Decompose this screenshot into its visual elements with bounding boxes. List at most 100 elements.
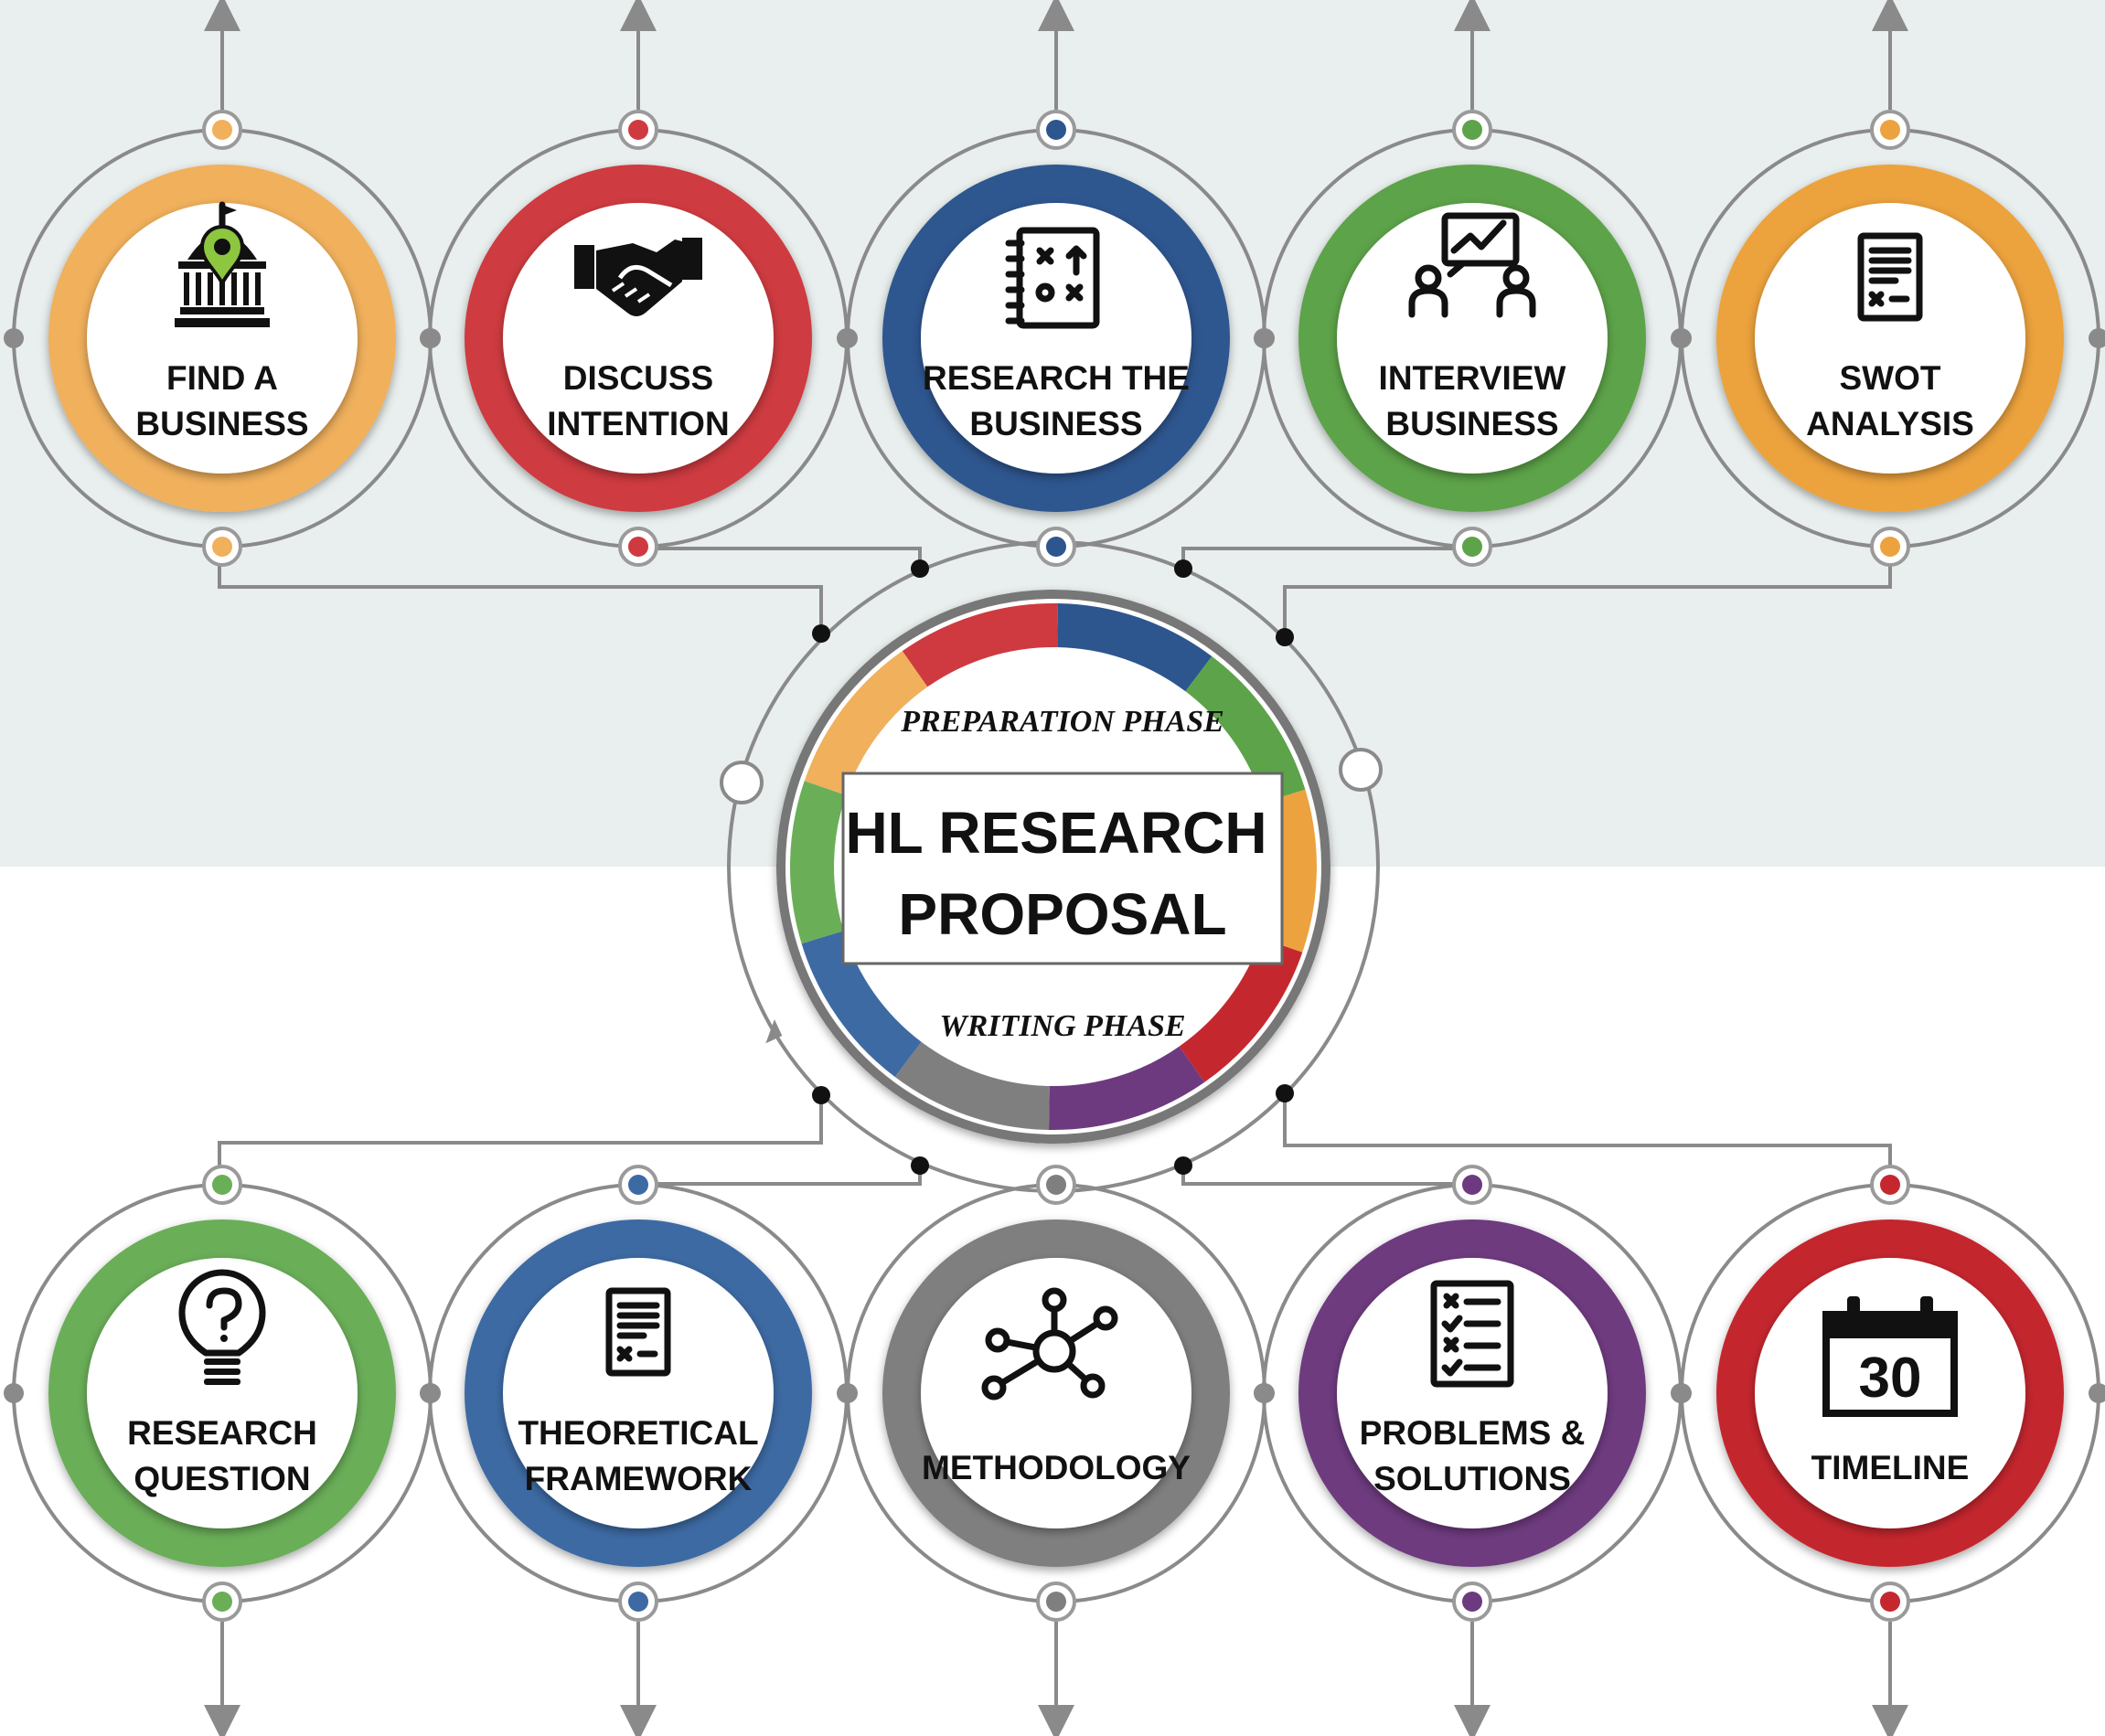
hub-segment bbox=[1179, 938, 1303, 1082]
orbit-marker-dot bbox=[628, 537, 648, 557]
preparation-step-4[interactable]: INTERVIEW BUSINESS bbox=[1254, 0, 1691, 567]
orbit-marker-dot bbox=[1046, 537, 1066, 557]
document-icon bbox=[605, 1287, 671, 1377]
step-label-line: THEORETICAL bbox=[518, 1414, 758, 1452]
step-label-line: SOLUTIONS bbox=[1373, 1460, 1571, 1497]
hub-title-line-1: HL RESEARCH bbox=[845, 800, 1266, 866]
step-label-line: RESEARCH THE bbox=[923, 359, 1190, 397]
hub-segment bbox=[790, 781, 847, 944]
orbit-marker-dot bbox=[1880, 1592, 1900, 1612]
writing-step-3[interactable]: METHODOLOGY bbox=[838, 1165, 1275, 1736]
handshake-icon bbox=[574, 238, 702, 316]
preparation-phase-label: PREPARATION PHASE bbox=[900, 705, 1224, 739]
step-label-line: FIND A bbox=[166, 359, 278, 397]
writing-step-1[interactable]: RESEARCH QUESTION bbox=[4, 1165, 441, 1736]
side-dot bbox=[2089, 328, 2105, 348]
side-dot bbox=[838, 1383, 858, 1403]
step-label-line: DISCUSS bbox=[563, 359, 713, 397]
side-dot bbox=[1672, 1383, 1692, 1403]
side-dot bbox=[1254, 328, 1274, 348]
meeting-chart-icon bbox=[1408, 212, 1536, 318]
hub-segment bbox=[902, 602, 1058, 687]
writing-phase-label: WRITING PHASE bbox=[939, 1009, 1185, 1043]
node-disc bbox=[1337, 1258, 1608, 1528]
hub-title-line-2: PROPOSAL bbox=[898, 881, 1226, 947]
node-disc bbox=[921, 1258, 1191, 1528]
step-label-line: QUESTION bbox=[134, 1460, 310, 1497]
strategy-board-icon bbox=[1005, 227, 1100, 329]
orbit-marker-dot bbox=[1880, 1175, 1900, 1195]
orbit-marker-dot bbox=[212, 120, 232, 140]
side-dot bbox=[2089, 1383, 2105, 1403]
writing-step-2[interactable]: THEORETICAL FRAMEWORK bbox=[420, 1165, 857, 1736]
step-label-line: BUSINESS bbox=[1385, 405, 1558, 442]
step-label-line: BUSINESS bbox=[969, 405, 1142, 442]
orbit-marker-dot bbox=[628, 1175, 648, 1195]
step-label-line: INTERVIEW bbox=[1379, 359, 1566, 397]
ring-marker-left bbox=[720, 761, 764, 804]
orbit-marker-dot bbox=[628, 120, 648, 140]
writing-step-4[interactable]: PROBLEMS & SOLUTIONS bbox=[1254, 1165, 1691, 1736]
step-label-line: PROBLEMS & bbox=[1360, 1414, 1586, 1452]
preparation-step-5[interactable]: SWOT ANALYSIS bbox=[1672, 0, 2105, 567]
orbit-marker-dot bbox=[1046, 1592, 1066, 1612]
bank-location-icon bbox=[175, 201, 270, 327]
side-dot bbox=[420, 328, 440, 348]
orbit-marker-dot bbox=[212, 537, 232, 557]
orbit-marker-dot bbox=[1046, 120, 1066, 140]
orbit-marker-dot bbox=[1880, 120, 1900, 140]
ring-marker-right bbox=[1339, 748, 1383, 792]
hub-segment bbox=[1049, 1046, 1205, 1131]
node-disc bbox=[503, 1258, 774, 1528]
hub-title-box bbox=[841, 772, 1284, 965]
lightbulb-question-icon bbox=[178, 1269, 266, 1385]
step-label-line: METHODOLOGY bbox=[922, 1449, 1191, 1486]
hub-segment bbox=[1057, 603, 1213, 692]
node-disc bbox=[87, 1258, 358, 1528]
node-disc bbox=[1337, 203, 1608, 474]
hub-segment bbox=[804, 651, 928, 795]
hub-segment bbox=[1185, 656, 1306, 803]
preparation-step-2[interactable]: DISCUSS INTENTION bbox=[420, 0, 857, 567]
network-nodes-icon bbox=[981, 1287, 1118, 1401]
hub-segment bbox=[894, 1041, 1050, 1130]
step-label-line: SWOT bbox=[1840, 359, 1941, 397]
node-disc bbox=[1755, 203, 2025, 474]
side-dot bbox=[420, 1383, 440, 1403]
node-disc bbox=[503, 203, 774, 474]
step-label-line: FRAMEWORK bbox=[525, 1460, 753, 1497]
node-disc bbox=[87, 203, 358, 474]
writing-steps: RESEARCH QUESTION THEORETICAL FRAMEWORK METH… bbox=[4, 1165, 2105, 1736]
orbit-marker-dot bbox=[1046, 1175, 1066, 1195]
side-dot bbox=[1672, 328, 1692, 348]
preparation-step-1[interactable]: FIND A BUSINESS bbox=[4, 0, 441, 567]
calendar-day: 30 bbox=[1859, 1347, 1922, 1410]
side-dot bbox=[1254, 1383, 1274, 1403]
orbit-marker-dot bbox=[1462, 1175, 1482, 1195]
hub-segment bbox=[801, 931, 922, 1077]
orbit-marker-dot bbox=[1462, 1592, 1482, 1612]
center-hub: HL RESEARCH PROPOSAL PREPARATION PHASE W… bbox=[776, 590, 1330, 1144]
orbit-marker-dot bbox=[1880, 537, 1900, 557]
step-label-line: RESEARCH bbox=[127, 1414, 317, 1452]
node-disc bbox=[921, 203, 1191, 474]
step-label-line: BUSINESS bbox=[135, 405, 308, 442]
orbit-marker-dot bbox=[212, 1592, 232, 1612]
side-dot bbox=[4, 1383, 24, 1403]
checklist-icon bbox=[1430, 1280, 1514, 1388]
calendar-icon: 30 bbox=[1822, 1296, 1958, 1417]
step-label-line: ANALYSIS bbox=[1806, 405, 1974, 442]
side-dot bbox=[838, 328, 858, 348]
preparation-steps: FIND A BUSINESS DISCUSS INTENTION RESEARCH T… bbox=[4, 0, 2105, 567]
step-label-line: TIMELINE bbox=[1811, 1449, 1970, 1486]
side-dot bbox=[4, 328, 24, 348]
orbit-marker-dot bbox=[1462, 537, 1482, 557]
step-label-line: INTENTION bbox=[547, 405, 729, 442]
orbit-marker-dot bbox=[1462, 120, 1482, 140]
orbit-marker-dot bbox=[628, 1592, 648, 1612]
orbit-marker-dot bbox=[212, 1175, 232, 1195]
document-icon bbox=[1857, 232, 1923, 322]
